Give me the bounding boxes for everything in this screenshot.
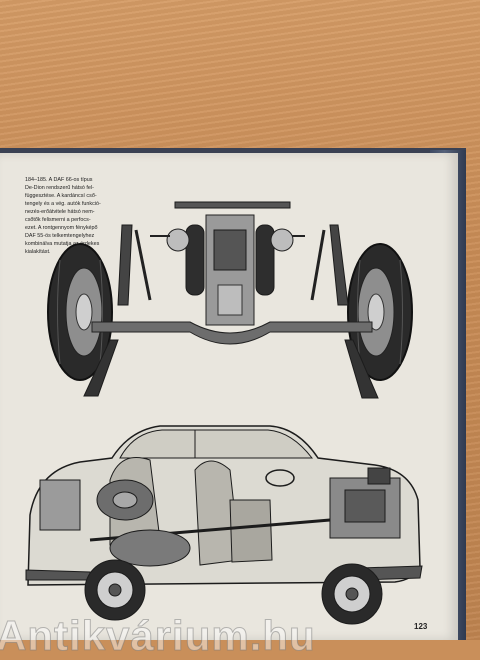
caption-line: nezés-erőátvitele hátsó nem- xyxy=(25,209,95,215)
caption-line: tengely és a vég. autók funkció- xyxy=(25,201,101,207)
caption-line: De-Dion rendszerű hátsó fel- xyxy=(25,185,94,191)
watermark-logo: Antikvárium.hu xyxy=(0,612,316,660)
caption-line: függesztése. A kardáncsí cső- xyxy=(25,193,97,199)
caption-line: kombinálva mutatja az érdekes xyxy=(25,241,100,247)
page-number: 123 xyxy=(414,622,428,631)
car-cutaway-illustration xyxy=(25,425,423,625)
caption-line: kialakítást. xyxy=(25,249,51,255)
book-cover-top-edge xyxy=(0,148,466,154)
caption-line: 184–185. A DAF 66-os típus xyxy=(25,177,93,183)
figure-caption: 184–185. A DAF 66-os típus De-Dion rends… xyxy=(25,176,135,256)
caption-line: ezet. A rontgennyom fényképő xyxy=(25,225,98,231)
rear-axle-illustration xyxy=(47,201,413,399)
caption-line: DAF 55-ös telkemtengelyhez xyxy=(25,233,95,239)
caption-line: csőtők felismerni a perfocs- xyxy=(25,217,91,223)
